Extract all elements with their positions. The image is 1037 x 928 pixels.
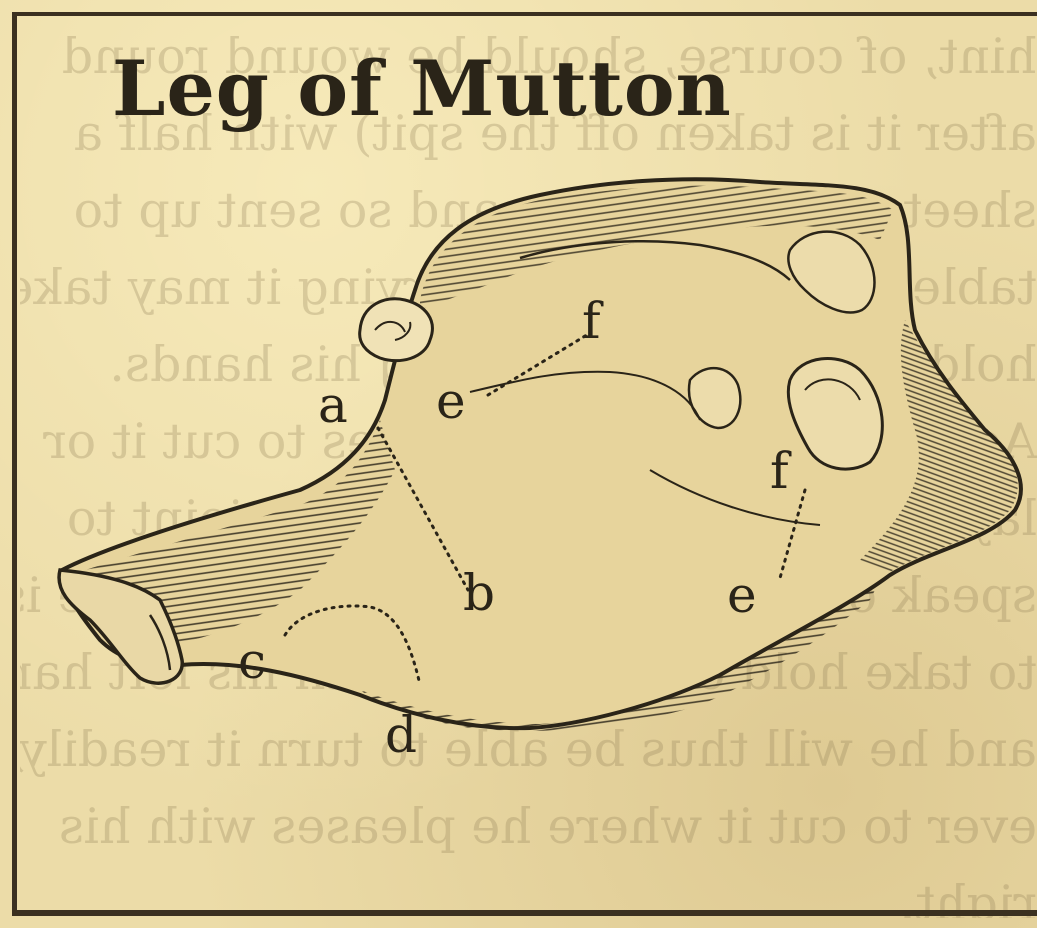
label-e-upper: e — [436, 372, 466, 430]
label-a: a — [318, 376, 348, 434]
label-c: c — [238, 632, 266, 690]
bone-knob — [360, 299, 433, 361]
label-b: b — [463, 564, 495, 622]
label-d: d — [385, 706, 417, 764]
label-e-lower: e — [727, 566, 757, 624]
